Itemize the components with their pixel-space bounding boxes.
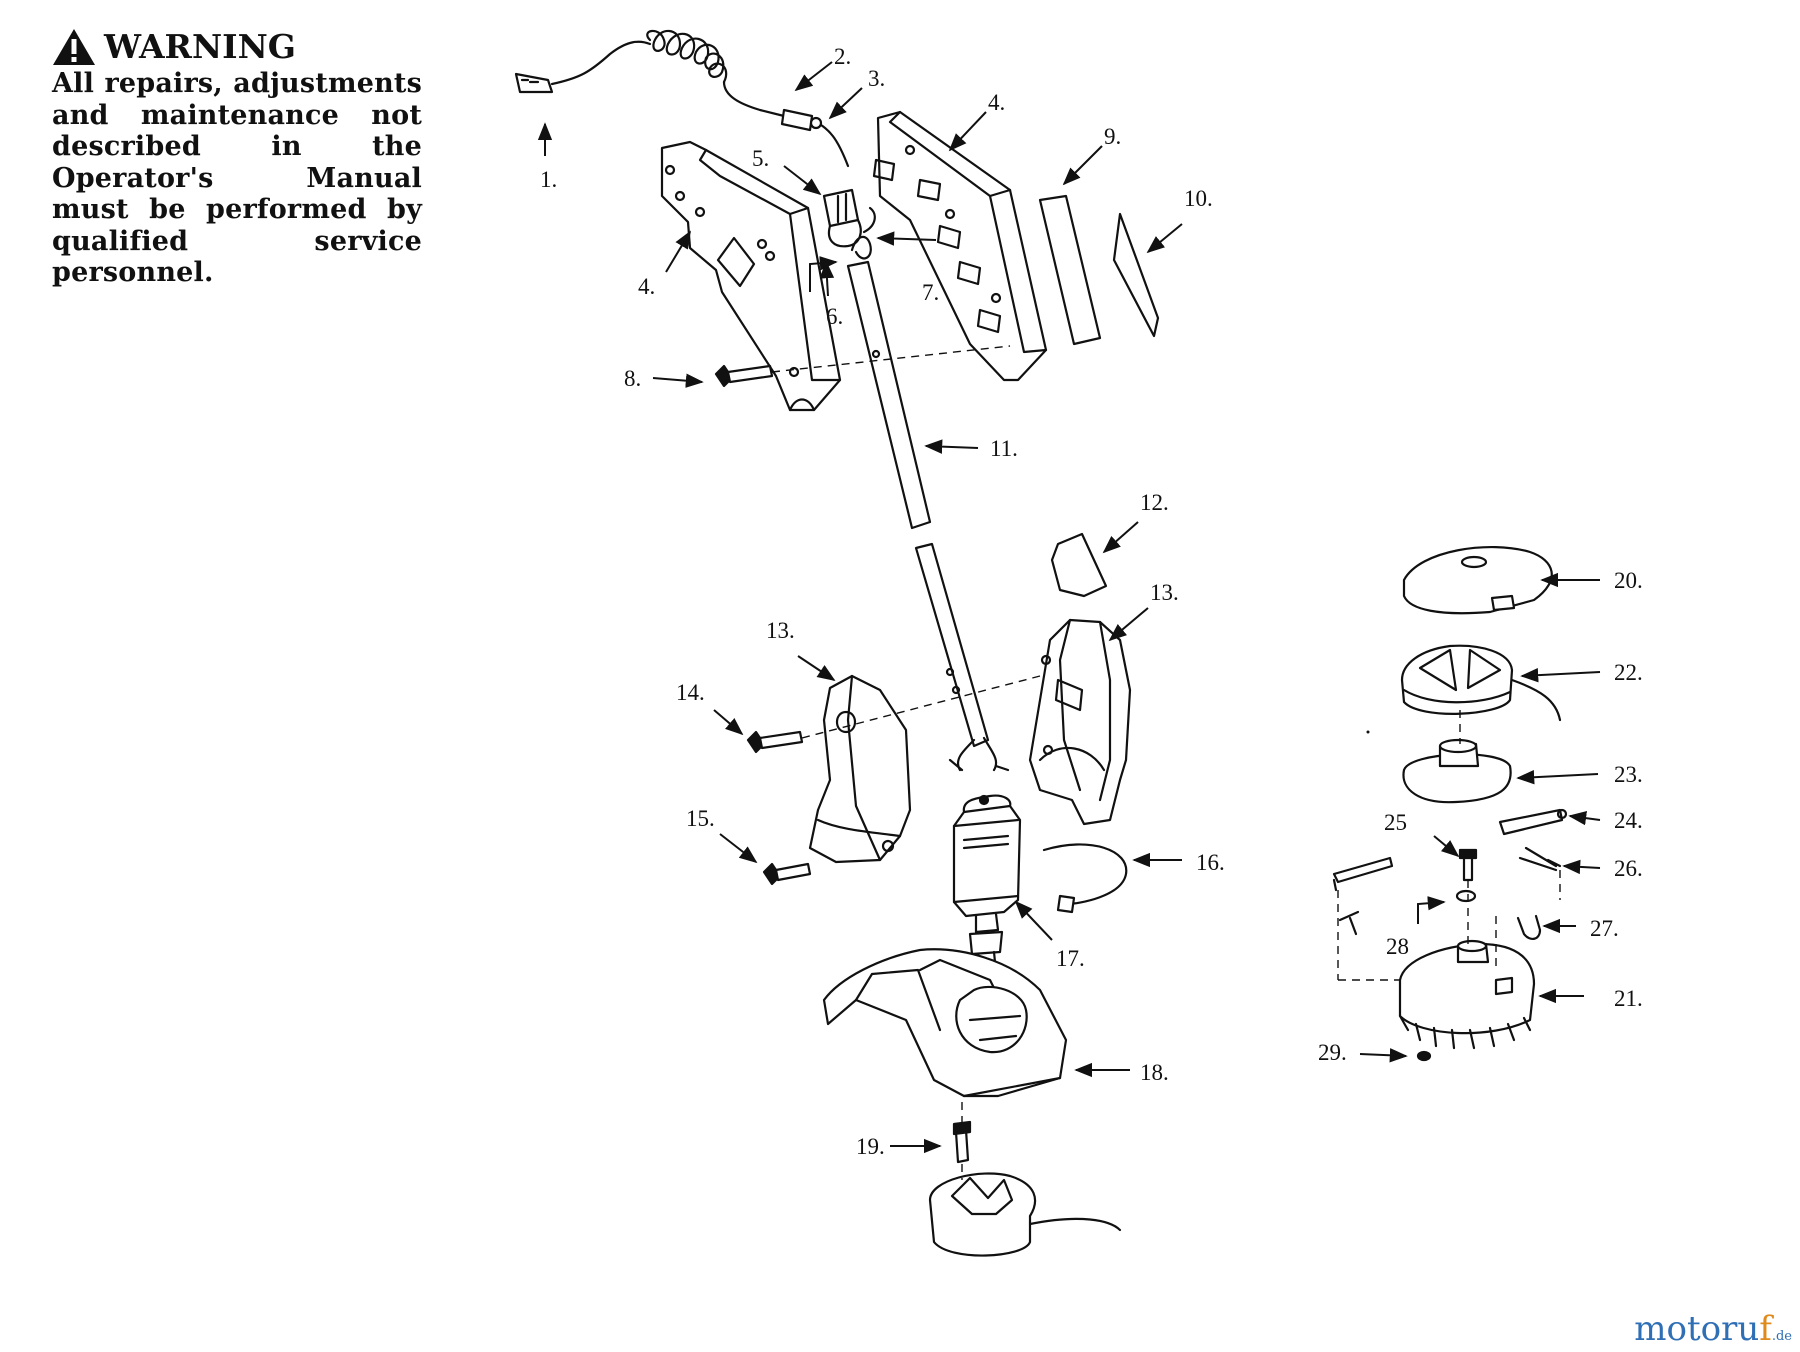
callout-7: 7. <box>922 280 939 305</box>
right-motor-housing-part-13 <box>1028 618 1132 826</box>
warning-heading: WARNING <box>52 28 422 66</box>
clip-part-27 <box>1516 914 1542 940</box>
switch-wire-part-6 <box>850 235 872 260</box>
small-pin-part <box>1338 910 1360 936</box>
callout-3: 3. <box>868 66 885 91</box>
switch-part-5 <box>822 188 862 248</box>
spool-part <box>928 1172 1122 1257</box>
left-handle-half-part-4 <box>660 140 842 412</box>
callout-29: 29. <box>1318 1040 1347 1065</box>
label-part-10 <box>1112 212 1160 338</box>
guard-part-18 <box>822 948 1068 1098</box>
callout-14: 14. <box>676 680 705 705</box>
callout-27: 27. <box>1590 916 1619 941</box>
spool-cover-part-20 <box>1402 546 1553 615</box>
leader-arrows <box>537 61 1601 1154</box>
spool-part-22 <box>1400 644 1562 722</box>
callout-28: 28 <box>1386 934 1409 959</box>
knob-part-29 <box>1416 1050 1432 1062</box>
callout-22: 22. <box>1614 660 1643 685</box>
callout-26: 26. <box>1614 856 1643 881</box>
assembly-lines <box>771 345 1561 1180</box>
callout-21: 21. <box>1614 986 1643 1011</box>
strain-relief-part-2 <box>780 108 814 132</box>
screw-part-19 <box>952 1120 972 1164</box>
cord-plug-part-1 <box>514 40 652 94</box>
callout-5: 5. <box>752 146 769 171</box>
callout-19: 19. <box>856 1134 885 1159</box>
callout-20: 20. <box>1614 568 1643 593</box>
callout-25: 25 <box>1384 810 1407 835</box>
callout-labels: 1. 2. 3. 4. 4. 5. 6. 7. 8. 9. 10. 11. 12… <box>540 44 1643 1159</box>
callout-9: 9. <box>1104 124 1121 149</box>
label-part-12 <box>1050 532 1108 598</box>
coiled-cord-part <box>646 29 786 118</box>
screw-part-8 <box>714 364 774 388</box>
warning-triangle-icon <box>53 29 95 65</box>
cutter-part-26 <box>1518 846 1562 872</box>
screw-part-15 <box>762 862 812 886</box>
screw-part-25 <box>1458 848 1478 882</box>
callout-4-right: 4. <box>988 90 1005 115</box>
cord-clip-part-3 <box>809 116 850 168</box>
upper-shaft-part-11 <box>846 260 932 530</box>
retaining-ring-part-16 <box>1042 843 1128 914</box>
right-handle-half-part-4 <box>872 110 1048 382</box>
switch-spring-part-7 <box>862 206 876 234</box>
callout-4-left: 4. <box>638 274 655 299</box>
callout-17: 17. <box>1056 946 1085 971</box>
watermark-brand-suffix: .de <box>1771 1329 1792 1344</box>
washer-part-28 <box>1455 889 1477 903</box>
callout-1: 1. <box>540 167 557 192</box>
hub-base-part-21 <box>1398 939 1536 1050</box>
callout-2: 2. <box>834 44 851 69</box>
callout-11: 11. <box>990 436 1018 461</box>
warning-text: All repairs, adjustments and maintenance… <box>52 68 422 288</box>
callout-18: 18. <box>1140 1060 1169 1085</box>
callout-6: 6. <box>826 304 843 329</box>
warning-title: WARNING <box>104 26 296 66</box>
warning-block: WARNING All repairs, adjustments and mai… <box>52 28 422 289</box>
hub-part-23 <box>1402 738 1512 804</box>
label-part-9 <box>1038 194 1102 346</box>
callout-10: 10. <box>1184 186 1213 211</box>
motoruf-watermark: motoruf.de <box>1634 1312 1792 1346</box>
watermark-brand-part1: motoru <box>1634 1309 1760 1349</box>
callout-23: 23. <box>1614 762 1643 787</box>
callout-16: 16. <box>1196 850 1225 875</box>
callout-8: 8. <box>624 366 641 391</box>
callout-15: 15. <box>686 806 715 831</box>
motor-part-17 <box>952 794 1022 976</box>
callout-12: 12. <box>1140 490 1169 515</box>
screw-part-14 <box>746 730 804 754</box>
callout-13-right: 13. <box>1150 580 1179 605</box>
callout-13-left: 13. <box>766 618 795 643</box>
watermark-brand-part2: f <box>1759 1309 1772 1349</box>
lower-shaft-part <box>914 542 1010 772</box>
eyelet-part-24 <box>1498 808 1568 836</box>
left-motor-housing-part-13 <box>808 674 912 864</box>
callout-24: 24. <box>1614 808 1643 833</box>
small-bracket-part <box>1332 856 1394 892</box>
